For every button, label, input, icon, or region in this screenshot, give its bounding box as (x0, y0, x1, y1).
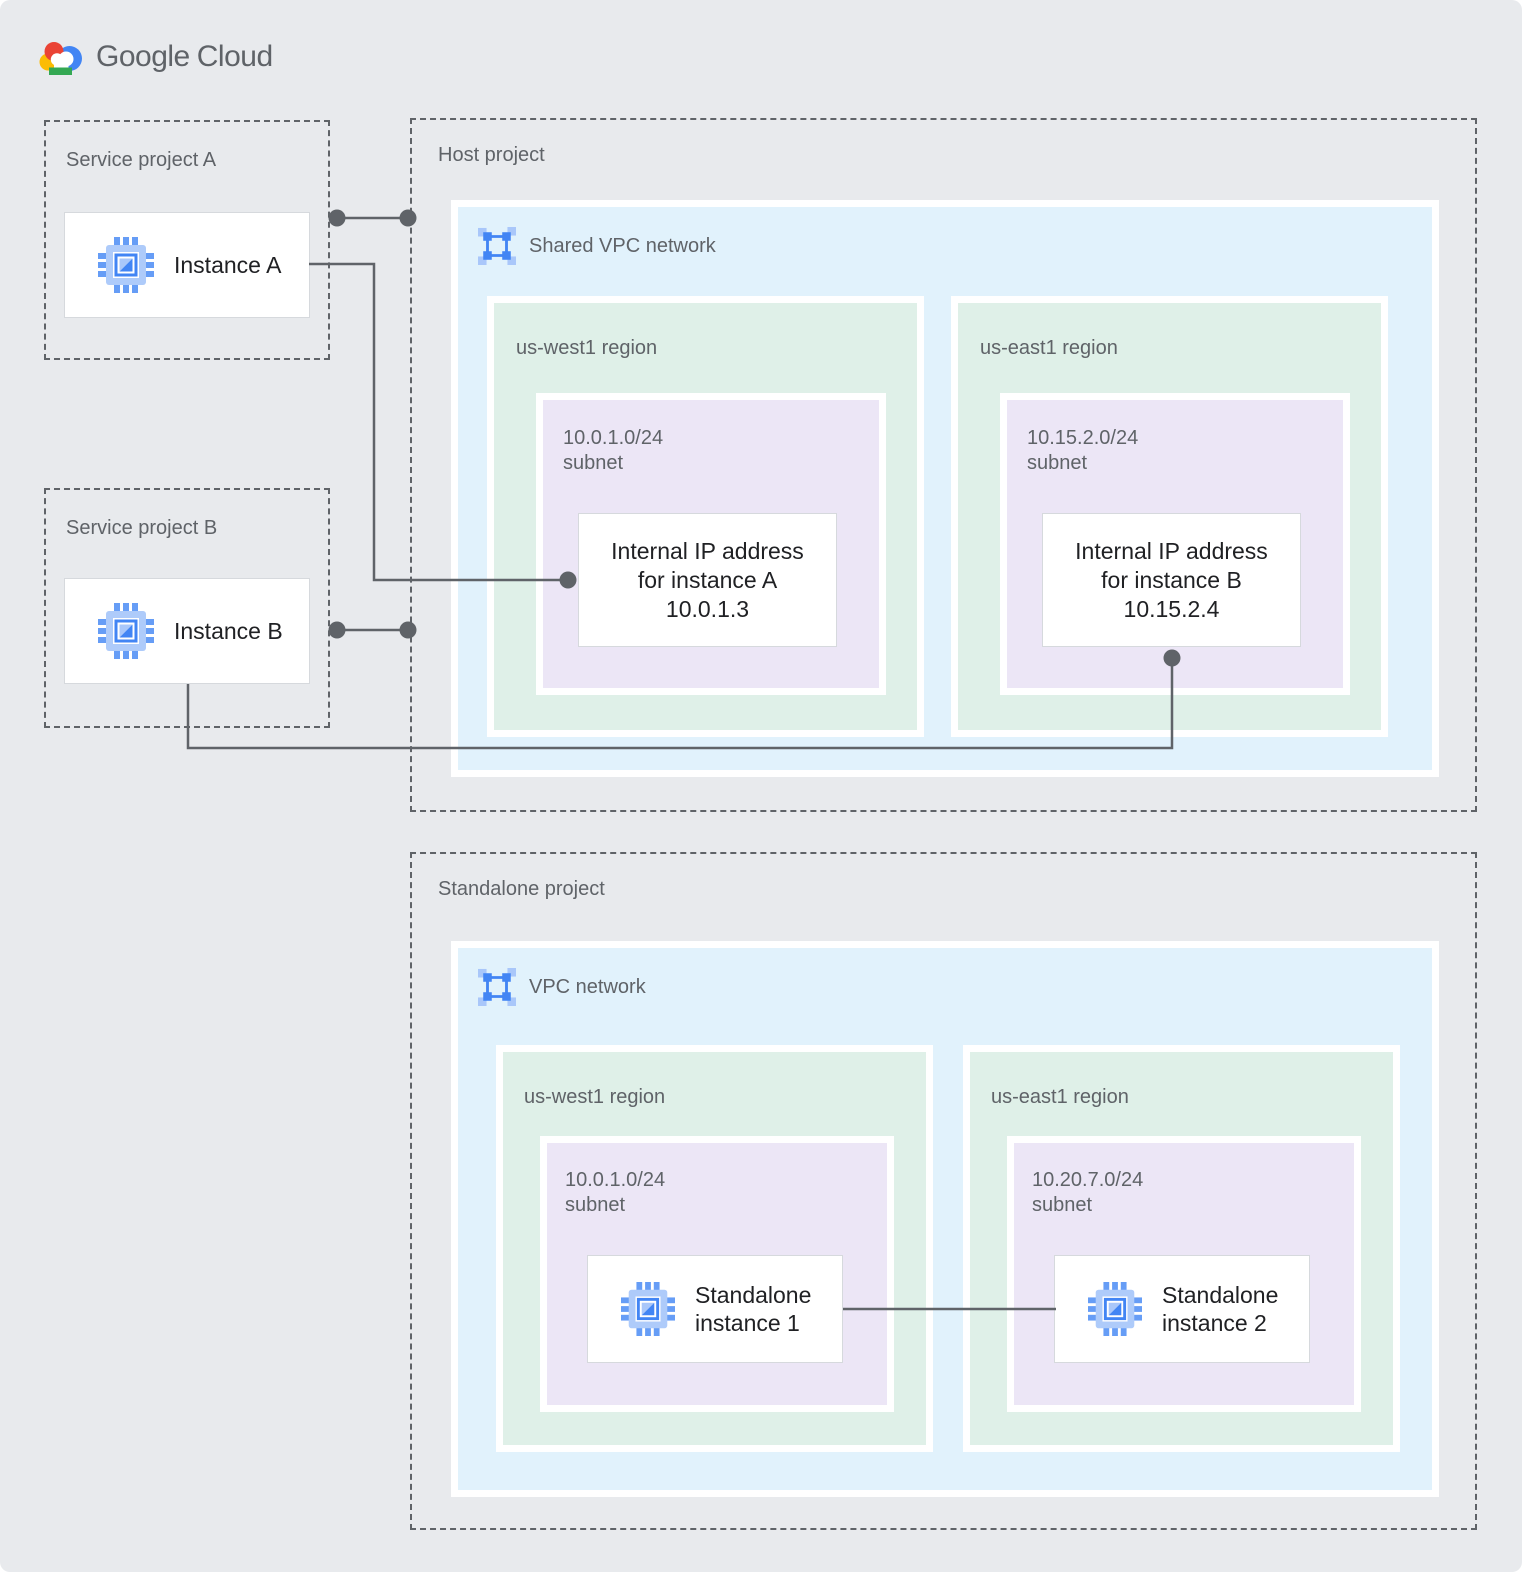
logo-brand: Google (96, 40, 190, 73)
ip-line: 10.15.2.4 (1123, 595, 1220, 622)
instance-a-card: Instance A (64, 212, 310, 318)
instance-line: instance 1 (695, 1310, 800, 1336)
host-subnet-us-west1: 10.0.1.0/24 subnet Internal IP address f… (536, 393, 886, 695)
subnet-label: 10.0.1.0/24 subnet (563, 426, 663, 476)
standalone-project-box: Standalone project VPC network us-west1 … (410, 852, 1477, 1530)
standalone-instance-1-label: Standalone instance 1 (695, 1281, 811, 1337)
instance-b-card: Instance B (64, 578, 310, 684)
standalone-instance-1-card: Standalone instance 1 (587, 1255, 843, 1363)
host-region-us-east1: us-east1 region 10.15.2.0/24 subnet Inte… (951, 296, 1388, 737)
service-project-a-label: Service project A (66, 149, 217, 171)
ip-line: for instance B (1101, 566, 1242, 593)
shared-vpc-network-label: Shared VPC network (529, 234, 716, 257)
subnet-label: 10.15.2.0/24 subnet (1027, 426, 1138, 476)
internal-ip-b-card: Internal IP address for instance B 10.15… (1042, 513, 1301, 647)
logo-product: Cloud (196, 40, 273, 73)
standalone-region-us-east1: us-east1 region 10.20.7.0/24 subnet Stan… (963, 1045, 1400, 1452)
host-project-label: Host project (438, 144, 545, 166)
subnet-caption: subnet (563, 452, 624, 474)
instance-line: instance 2 (1162, 1310, 1267, 1336)
instance-a-label: Instance A (174, 252, 282, 278)
host-project-box: Host project Shared VPC network us-west1… (410, 118, 1477, 812)
ip-line: for instance A (637, 566, 778, 593)
service-project-b-box: Service project B Instance B (44, 488, 330, 728)
vpc-network-header: VPC network (478, 968, 646, 1006)
service-project-b-label: Service project B (66, 517, 218, 539)
compute-engine-icon (621, 1282, 675, 1336)
internal-ip-b-text: Internal IP address for instance B 10.15… (1075, 537, 1268, 624)
internal-ip-a-text: Internal IP address for instance A 10.0.… (611, 537, 804, 624)
subnet-caption: subnet (565, 1194, 626, 1216)
region-label: us-west1 region (524, 1086, 666, 1108)
region-label: us-east1 region (980, 337, 1118, 359)
instance-b-label: Instance B (174, 618, 283, 644)
subnet-label: 10.20.7.0/24 subnet (1032, 1168, 1143, 1218)
standalone-subnet-us-east1: 10.20.7.0/24 subnet Standalone instance … (1007, 1136, 1361, 1412)
subnet-cidr: 10.0.1.0/24 (563, 427, 664, 449)
host-region-us-west1: us-west1 region 10.0.1.0/24 subnet Inter… (487, 296, 924, 737)
host-subnet-us-east1: 10.15.2.0/24 subnet Internal IP address … (1000, 393, 1350, 695)
standalone-subnet-us-west1: 10.0.1.0/24 subnet Standalone instance 1 (540, 1136, 894, 1412)
service-project-a-box: Service project A Instance A (44, 120, 330, 360)
subnet-cidr: 10.20.7.0/24 (1032, 1169, 1144, 1191)
shared-vpc-network-box: Shared VPC network us-west1 region 10.0.… (451, 200, 1439, 777)
vpc-network-icon (478, 968, 516, 1006)
instance-line: Standalone (1162, 1282, 1279, 1308)
compute-engine-icon (98, 237, 154, 293)
connector-dot (328, 621, 346, 639)
shared-vpc-network-header: Shared VPC network (478, 227, 716, 265)
region-label: us-west1 region (516, 337, 658, 359)
region-label: us-east1 region (991, 1086, 1129, 1108)
ip-line: Internal IP address (1075, 537, 1268, 564)
subnet-caption: subnet (1032, 1194, 1093, 1216)
vpc-network-box: VPC network us-west1 region 10.0.1.0/24 … (451, 941, 1439, 1497)
standalone-instance-2-label: Standalone instance 2 (1162, 1281, 1278, 1337)
subnet-cidr: 10.0.1.0/24 (565, 1169, 666, 1191)
standalone-project-label: Standalone project (438, 878, 605, 900)
instance-line: Standalone (695, 1282, 812, 1308)
compute-engine-icon (1088, 1282, 1142, 1336)
internal-ip-a-card: Internal IP address for instance A 10.0.… (578, 513, 837, 647)
standalone-instance-2-card: Standalone instance 2 (1054, 1255, 1310, 1363)
vpc-network-icon (478, 227, 516, 265)
ip-line: 10.0.1.3 (665, 595, 750, 622)
subnet-cidr: 10.15.2.0/24 (1027, 427, 1139, 449)
vpc-network-label: VPC network (529, 975, 646, 998)
standalone-region-us-west1: us-west1 region 10.0.1.0/24 subnet Stand… (496, 1045, 933, 1452)
compute-engine-icon (98, 603, 154, 659)
subnet-label: 10.0.1.0/24 subnet (565, 1168, 665, 1218)
connector-dot (328, 209, 346, 227)
ip-line: Internal IP address (611, 537, 804, 564)
subnet-caption: subnet (1027, 452, 1088, 474)
google-cloud-logo-icon (39, 42, 82, 75)
